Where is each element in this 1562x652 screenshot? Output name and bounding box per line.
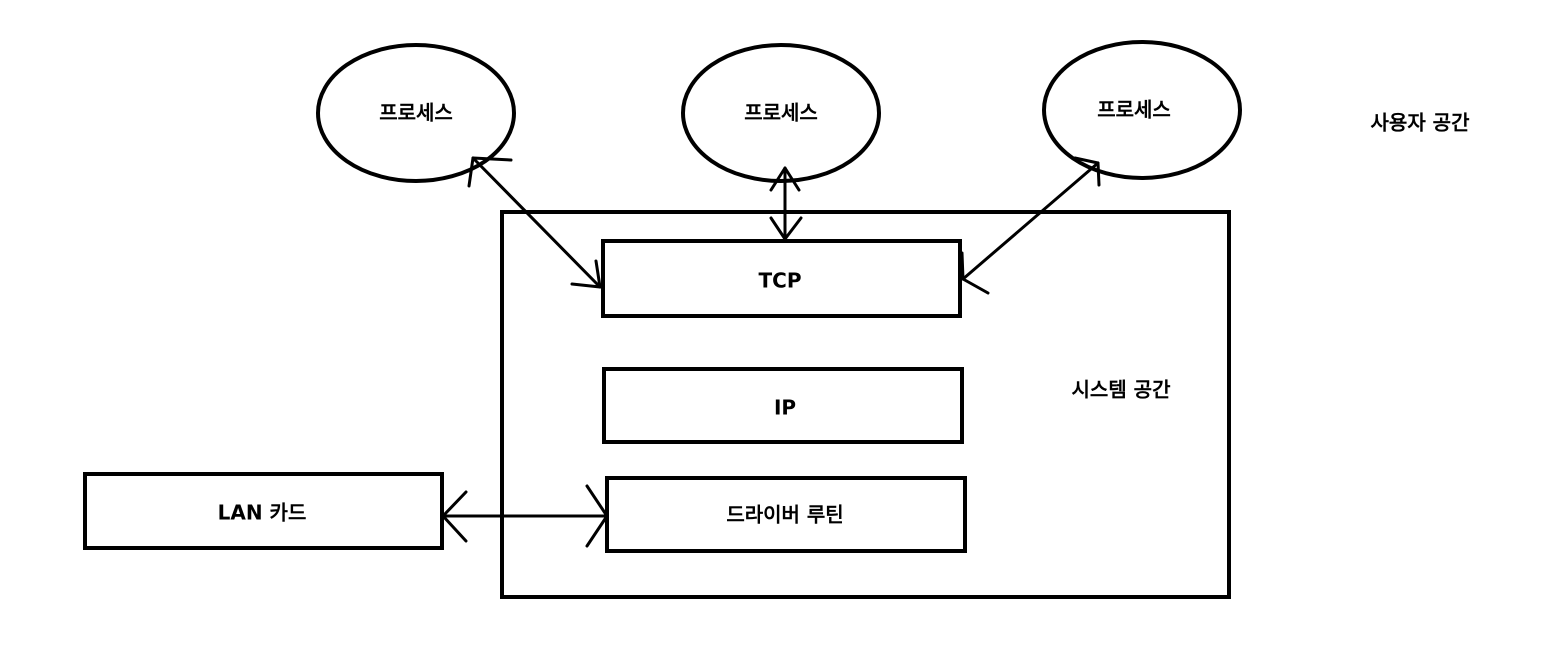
system-space-label: 시스템 공간: [1072, 378, 1172, 402]
arrow-process2-tcp: [769, 166, 803, 241]
process-label-1: 프로세스: [379, 101, 453, 125]
process-ellipse-2: [681, 43, 881, 183]
process-ellipse-3: [1042, 40, 1242, 180]
user-space-label: 사용자 공간: [1371, 111, 1471, 135]
arrow-process1-tcp: [467, 156, 602, 289]
process-ellipse-1: [316, 43, 516, 183]
system-space-frame: [500, 210, 1231, 599]
driver-routine-label: 드라이버 루틴: [726, 503, 843, 527]
ip-label: IP: [774, 396, 796, 420]
lan-card-box: [83, 472, 444, 550]
process-label-3: 프로세스: [1097, 98, 1171, 122]
tcp-label: TCP: [759, 269, 802, 293]
ip-box: [602, 367, 964, 444]
arrow-process3-tcp: [960, 156, 1101, 295]
arrow-lan-driver: [441, 484, 609, 548]
driver-routine-box: [605, 476, 967, 553]
lan-card-label: LAN 카드: [218, 501, 307, 525]
process-label-2: 프로세스: [744, 101, 818, 125]
tcp-box: [601, 239, 962, 318]
